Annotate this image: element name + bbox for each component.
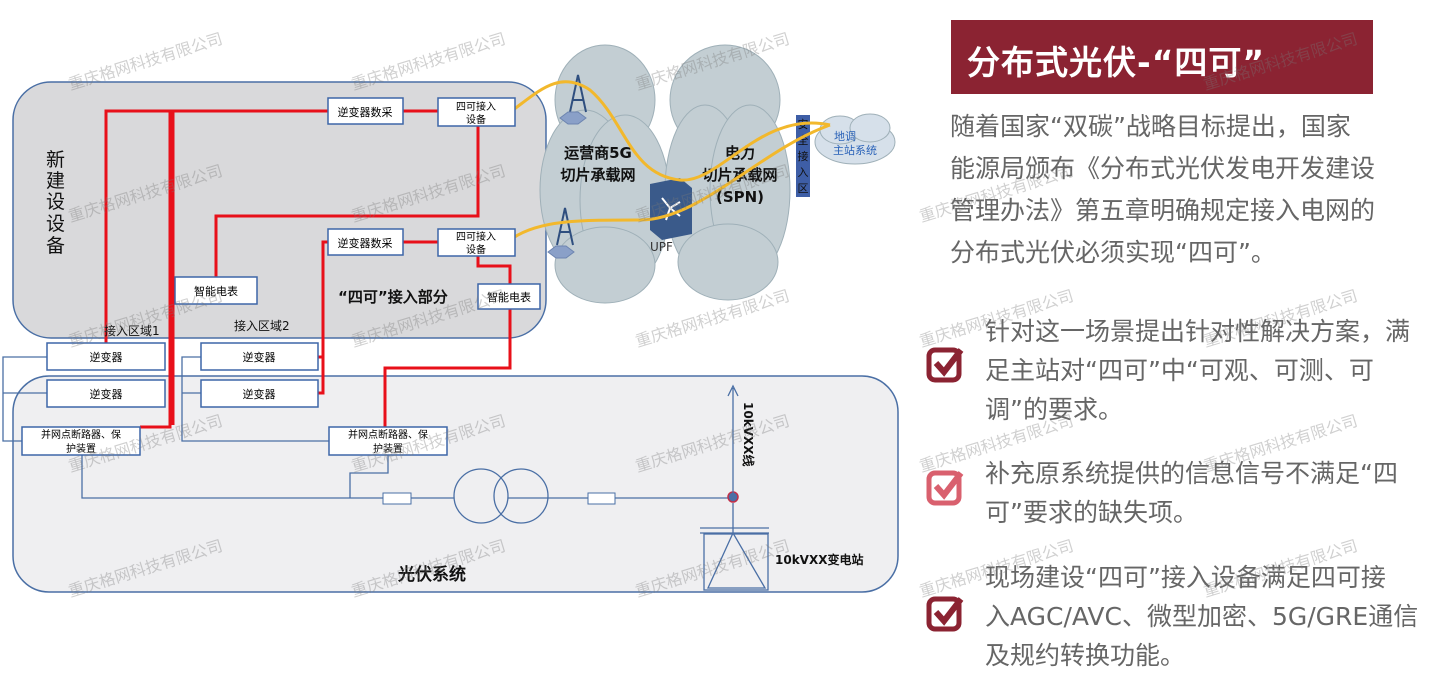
wireless-link <box>512 80 831 182</box>
pv-access-diagram: 地调 主站系统 安 全 接 入 区 UPF 运营商5G 切片承载网 电力 切片承… <box>2 44 899 593</box>
bullet-line: 足主站对“四可”中“可观、可测、可 <box>985 356 1374 385</box>
line-arrow-icon <box>727 384 739 497</box>
master-station-cloud <box>814 113 896 165</box>
sike-access-part-label: “四可”接入部分 <box>338 288 448 306</box>
intro-line: 能源局颁布《分布式光伏发电开发建设 <box>950 154 1376 183</box>
power-net-label: (SPN) <box>716 188 764 206</box>
title-banner: 分布式光伏-“四可” <box>951 20 1373 94</box>
svg-text:逆变器: 逆变器 <box>243 387 276 401</box>
intro-paragraph: 随着国家“双碳”战略目标提出，国家 能源局颁布《分布式光伏发电开发建设 管理办法… <box>950 106 1375 274</box>
svg-text:设备: 设备 <box>466 113 486 126</box>
security-zone-char: 接 <box>798 150 809 163</box>
svg-text:逆变器: 逆变器 <box>90 350 123 364</box>
zone2-label: 接入区域2 <box>234 318 290 333</box>
svg-text:护装置: 护装置 <box>66 442 96 455</box>
svg-text:四可接入: 四可接入 <box>456 100 496 113</box>
zone1-label: 接入区域1 <box>104 323 160 338</box>
bullet-line: 及规约转换功能。 <box>985 641 1186 670</box>
switch-icon <box>382 492 412 505</box>
bullet-line: 入AGC/AVC、微型加密、5G/GRE通信 <box>985 602 1419 631</box>
carrier-net-label: 运营商5G <box>564 144 632 162</box>
bullet-line: 现场建设“四可”接入设备满足四可接 <box>985 563 1386 592</box>
intro-line: 随着国家“双碳”战略目标提出，国家 <box>950 112 1351 141</box>
svg-text:四可接入: 四可接入 <box>456 230 496 243</box>
sike-access-device-box: 四可接入 设备 <box>437 228 516 257</box>
substation-icon <box>700 503 769 591</box>
inverter-daq-box: 逆变器数采 <box>327 228 404 256</box>
master-station-label: 主站系统 <box>833 143 877 157</box>
switch-icon <box>587 492 616 505</box>
checkbox-check-icon <box>926 470 964 506</box>
new-equipment-label: 建 <box>46 170 65 192</box>
security-zone-char: 区 <box>798 182 809 195</box>
substation-label: 10kVXX变电站 <box>775 552 863 567</box>
pv-system-region <box>12 375 899 593</box>
new-equipment-label: 设 <box>46 213 65 235</box>
bullet-item: 现场建设“四可”接入设备满足四可接 入AGC/AVC、微型加密、5G/GRE通信… <box>985 558 1418 675</box>
page-title: 分布式光伏-“四可” <box>967 43 1266 82</box>
bullet-line: 针对这一场景提出针对性解决方案，满 <box>985 317 1411 346</box>
inverter-box: 逆变器 <box>46 342 166 371</box>
new-equipment-label: 设 <box>46 191 65 213</box>
bullet-line: 调”的要求。 <box>985 395 1123 424</box>
svg-text:护装置: 护装置 <box>373 442 403 455</box>
new-equipment-label: 备 <box>46 235 65 257</box>
upf-label: UPF <box>650 240 673 254</box>
carrier-5g-cloud <box>539 44 671 304</box>
checkbox-check-icon <box>926 596 964 632</box>
bullet-line: 可”要求的缺失项。 <box>985 498 1198 527</box>
inverter-box: 逆变器 <box>46 379 166 408</box>
svg-text:并网点断路器、保: 并网点断路器、保 <box>348 428 428 441</box>
pv-system-label: 光伏系统 <box>397 564 466 585</box>
data-wires <box>104 109 512 429</box>
bullet-line: 补充原系统提供的信息信号不满足“四 <box>985 459 1398 488</box>
line-label: 10kVXX线 <box>741 402 756 466</box>
carrier-net-label: 切片承载网 <box>560 166 635 184</box>
inverter-daq-box: 逆变器数采 <box>327 97 404 125</box>
smart-meter-box: 智能电表 <box>174 276 258 305</box>
svg-text:逆变器: 逆变器 <box>90 387 123 401</box>
intro-line: 管理办法》第五章明确规定接入电网的 <box>950 196 1376 225</box>
inverter-box: 逆变器 <box>200 342 319 371</box>
cell-tower-icon <box>547 207 575 259</box>
transformer-icon <box>453 468 549 524</box>
feeder-lines <box>2 356 733 499</box>
security-zone-char: 全 <box>798 133 809 147</box>
svg-text:智能电表: 智能电表 <box>194 284 238 298</box>
security-zone-char: 入 <box>798 166 809 179</box>
power-spn-cloud <box>664 44 791 301</box>
bullet-item: 补充原系统提供的信息信号不满足“四 可”要求的缺失项。 <box>985 454 1398 532</box>
svg-text:逆变器数采: 逆变器数采 <box>338 236 393 250</box>
cell-tower-icon <box>559 74 587 125</box>
checkbox-check-icon <box>926 347 964 383</box>
new-equipment-label: 新 <box>46 149 65 171</box>
svg-text:逆变器: 逆变器 <box>243 350 276 364</box>
intro-line: 分布式光伏必须实现“四可”。 <box>950 238 1276 267</box>
svg-text:逆变器数采: 逆变器数采 <box>338 105 393 119</box>
svg-text:设备: 设备 <box>466 243 486 256</box>
master-station-label: 地调 <box>834 130 856 143</box>
wireless-link <box>512 123 831 240</box>
svg-text:智能电表: 智能电表 <box>487 290 531 304</box>
smart-meter-box: 智能电表 <box>477 283 541 310</box>
inverter-box: 逆变器 <box>200 379 319 408</box>
sike-access-device-box: 四可接入 设备 <box>437 97 516 127</box>
bullet-item: 针对这一场景提出针对性解决方案，满 足主站对“四可”中“可观、可测、可 调”的要… <box>985 312 1410 429</box>
svg-text:并网点断路器、保: 并网点断路器、保 <box>41 428 121 441</box>
